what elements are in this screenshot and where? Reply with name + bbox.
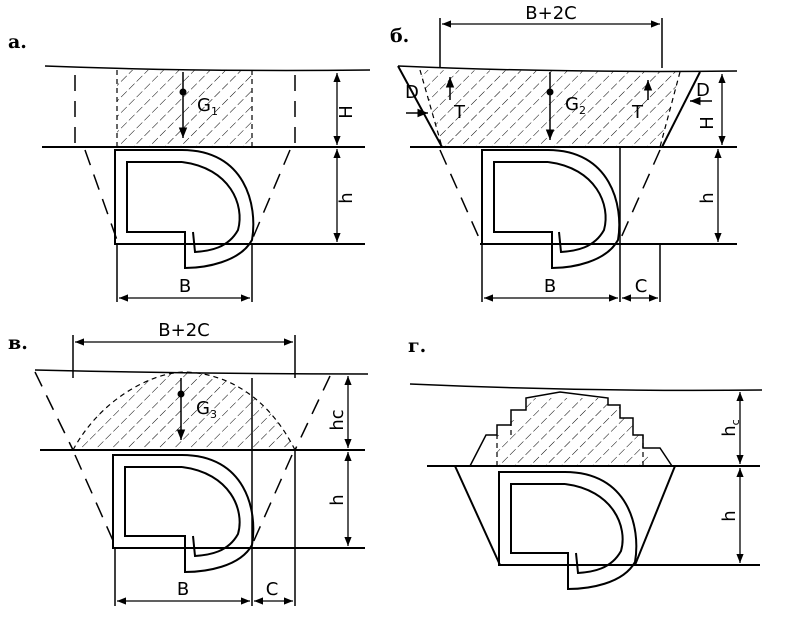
D-right-label: D: [696, 80, 710, 101]
ground-surface-g: [409, 383, 763, 392]
dim-h-a: h: [336, 192, 357, 203]
dim-H-a: H: [336, 105, 357, 119]
dim-B-b: B: [544, 276, 556, 297]
panel-g-label: г.: [408, 335, 426, 357]
tunnel-lining-v: [112, 454, 255, 574]
force-label-b: G2: [565, 94, 586, 117]
dim-hc-g: hc: [719, 419, 742, 436]
tunnel-lining-a: [114, 149, 255, 270]
panel-v-label: в.: [8, 332, 28, 354]
tunnel-lining-b: [481, 149, 621, 270]
panel-g: г. hc h: [408, 335, 763, 591]
soil-arch-v: [73, 372, 295, 450]
dim-H-b: H: [697, 116, 718, 130]
T-right-label: T: [631, 102, 644, 123]
panel-a: а. G1 H h B: [8, 31, 371, 302]
tunnel-lining-g: [498, 471, 638, 591]
panel-b-label: б.: [390, 25, 409, 47]
dim-hc-v: hc: [327, 409, 348, 430]
ground-surface-v: [34, 369, 369, 375]
D-left-label: D: [405, 82, 419, 103]
dim-top-v: B+2C: [158, 320, 209, 341]
dim-C-b: C: [635, 276, 648, 297]
dim-B-v: B: [177, 579, 189, 600]
force-label-a: G1: [197, 95, 218, 118]
dim-h-v: h: [327, 494, 348, 505]
dim-B-a: B: [179, 276, 191, 297]
panel-a-label: а.: [8, 31, 27, 53]
dim-h-g: h: [719, 510, 740, 521]
dim-h-b: h: [697, 192, 718, 203]
dim-top-b: B+2C: [525, 3, 576, 24]
panel-b: б. B+2C G2 D D: [390, 3, 738, 302]
force-label-v: G3: [196, 398, 217, 421]
soil-prism-a: [117, 70, 252, 147]
panel-v: в. B+2C G3 hc: [8, 320, 369, 606]
ground-surface-b: [397, 65, 738, 73]
soil-mound-g: [497, 398, 648, 466]
dim-C-v: C: [266, 579, 279, 600]
ground-surface-a: [44, 65, 371, 72]
T-left-label: T: [453, 102, 466, 123]
